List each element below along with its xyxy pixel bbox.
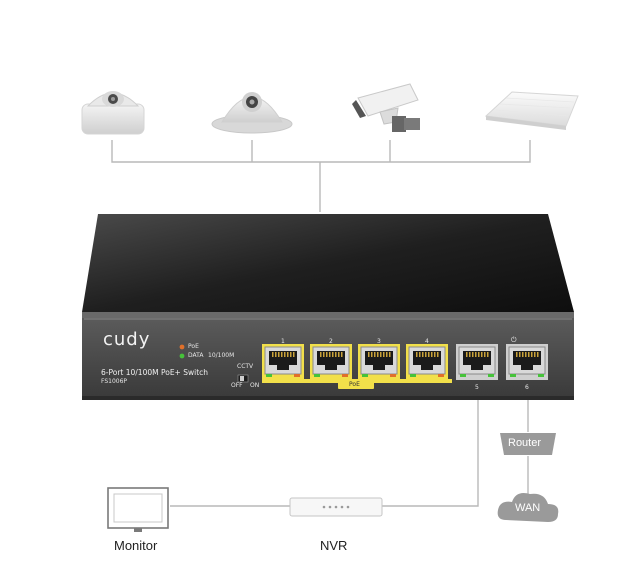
data-led-label: DATA <box>188 352 204 359</box>
nvr-label: NVR <box>320 538 348 553</box>
poe-bar-label: PoE <box>349 381 360 388</box>
cctv-label: CCTV <box>237 363 254 370</box>
poe-switch <box>82 214 574 400</box>
poe-led <box>179 344 185 350</box>
ethernet-port-6 <box>506 344 548 380</box>
port-number-label: 2 <box>329 338 333 345</box>
port-number-label: 6 <box>525 384 529 391</box>
speed-label: 10/100M <box>208 352 235 359</box>
port-number-label: 5 <box>475 384 479 391</box>
power-symbol: ⏻ <box>511 336 517 344</box>
model-code: FS1006P <box>101 378 128 385</box>
ethernet-port-3 <box>358 344 400 380</box>
on-label: ON <box>250 382 260 389</box>
port-number-label: 1 <box>281 338 285 345</box>
nvr-icon <box>289 497 383 517</box>
access-point-icon <box>484 91 579 130</box>
monitor-icon <box>107 487 169 532</box>
ethernet-port-4 <box>406 344 448 380</box>
data-led <box>179 353 185 359</box>
ethernet-ports <box>262 344 548 380</box>
poe-led-label: PoE <box>188 343 199 350</box>
monitor-label: Monitor <box>114 538 158 553</box>
ethernet-port-1 <box>262 344 304 380</box>
off-label: OFF <box>231 382 243 389</box>
top-bus-line <box>111 140 531 212</box>
port-number-label: 3 <box>377 338 381 345</box>
bullet-camera-icon <box>352 83 420 132</box>
connection-lines <box>111 140 531 507</box>
port-number-label: 4 <box>425 338 429 345</box>
wan-label: WAN <box>515 502 541 514</box>
dome-camera-icon <box>81 91 145 135</box>
dome-camera-icon <box>211 92 293 134</box>
brand-logo: cudy <box>103 329 151 350</box>
router-label: Router <box>508 437 542 449</box>
wan-cloud-icon <box>497 493 559 522</box>
switch-top-face <box>82 214 574 312</box>
port5-to-monitor-line <box>170 392 479 507</box>
ethernet-port-5 <box>456 344 498 380</box>
ethernet-port-2 <box>310 344 352 380</box>
router-icon <box>500 433 556 455</box>
model-name: 6-Port 10/100M PoE+ Switch <box>101 368 209 377</box>
